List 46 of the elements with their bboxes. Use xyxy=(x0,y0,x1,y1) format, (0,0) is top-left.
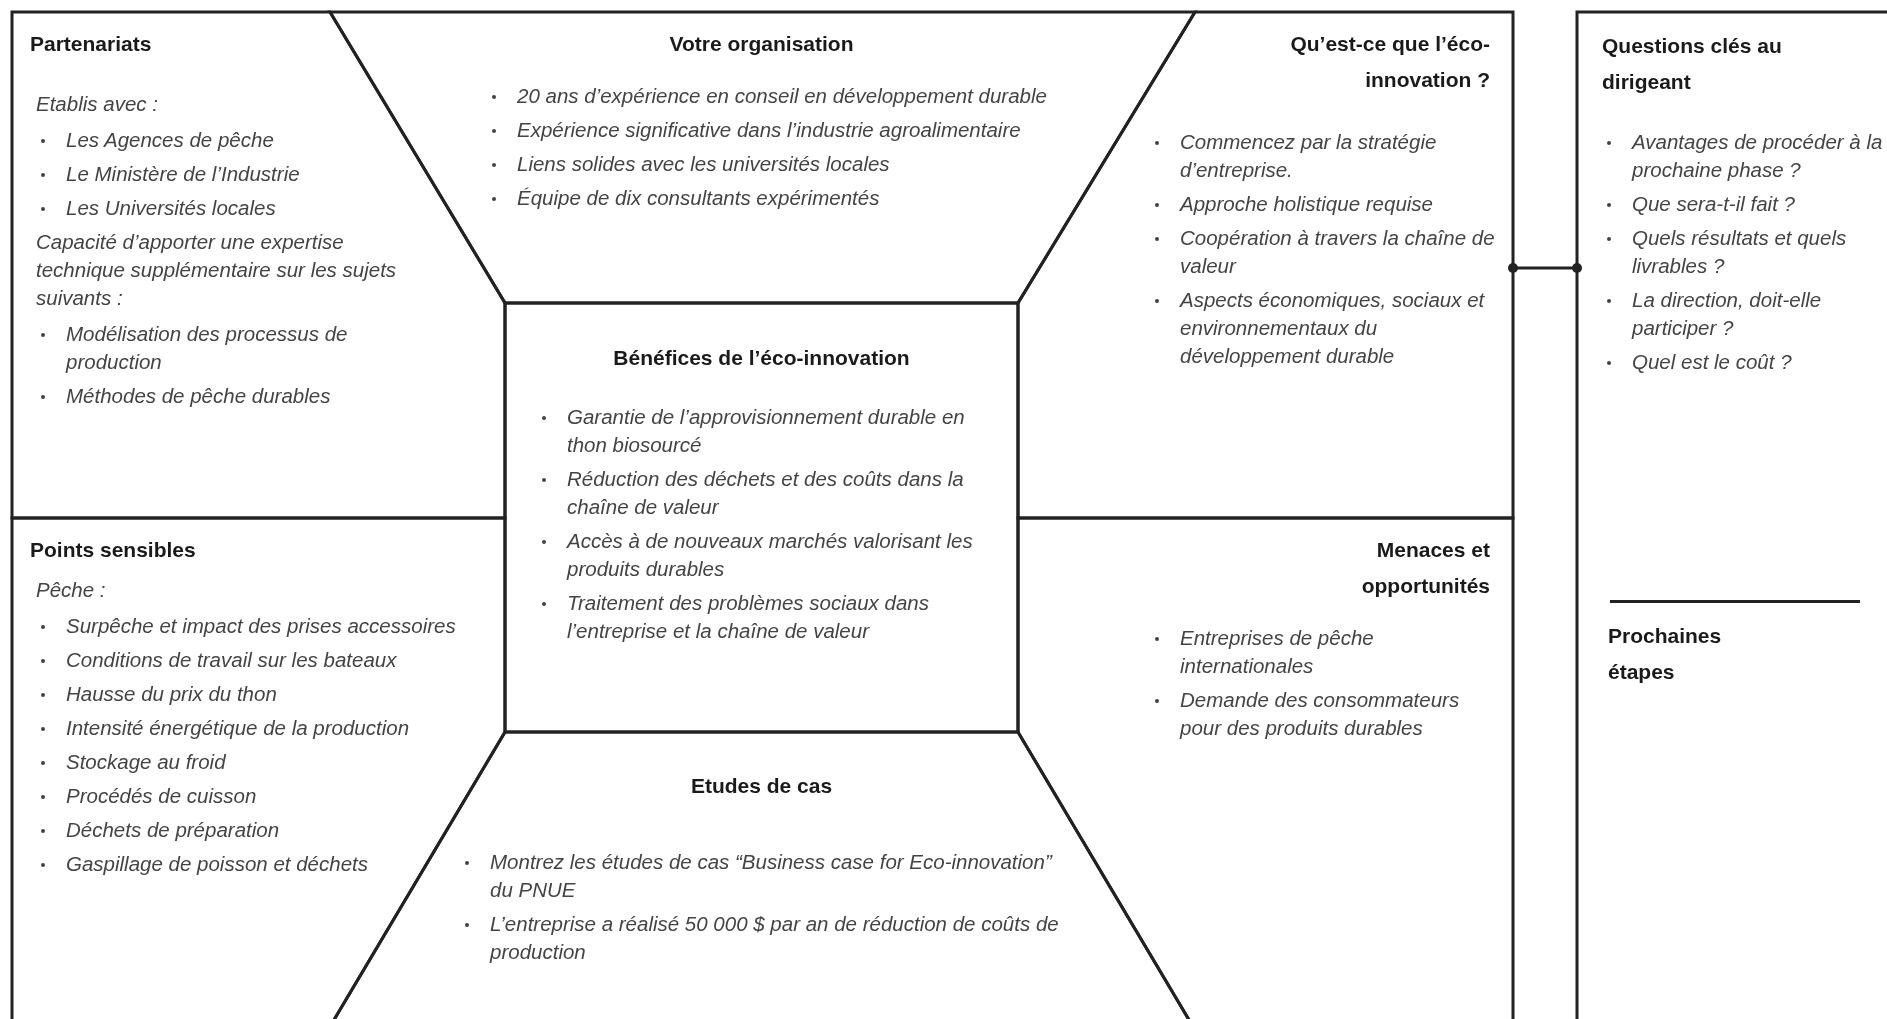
bullet-item: Procédés de cuisson xyxy=(36,782,476,810)
bullet-item: Modélisation des processus de production xyxy=(36,320,406,376)
bullet-item: Intensité énergétique de la production xyxy=(36,714,476,742)
section-heading: Bénéfices de l’éco-innovation xyxy=(612,345,911,371)
bullet-item: Garantie de l’approvisionnement durable en thon biosourcé xyxy=(537,403,1007,459)
bullet-item: Avantages de procéder à la prochaine phase ? xyxy=(1602,128,1887,184)
bullet-item: Demande des consommateurs pour des produits durables xyxy=(1150,686,1480,742)
bullet-item: Déchets de préparation xyxy=(36,816,476,844)
bullet-item: Quel est le coût ? xyxy=(1602,348,1887,376)
body-text: Pêche : xyxy=(36,577,107,603)
section-heading: Partenariats xyxy=(30,31,153,57)
bullet-item: Quels résultats et quels livrables ? xyxy=(1602,224,1887,280)
bullet-item: Commencez par la stratégie d’entreprise. xyxy=(1150,128,1500,184)
bullet-item: Conditions de travail sur les bateaux xyxy=(36,646,476,674)
body-text: Capacité d’apporter une expertise technique supplémentaire sur les sujets suivants : xyxy=(36,229,398,311)
bullet-item: Le Ministère de l’Industrie xyxy=(36,160,406,188)
bullet-item: Les Universités locales xyxy=(36,194,406,222)
bullet-item: Équipe de dix consultants expérimentés xyxy=(487,184,1057,212)
section-heading: Prochaines étapes xyxy=(1608,623,1723,685)
bullet-item: Que sera-t-il fait ? xyxy=(1602,190,1887,218)
bullet-item: Approche holistique requise xyxy=(1150,190,1500,218)
bullet-item: Expérience significative dans l’industrie agroalimentaire xyxy=(487,116,1057,144)
section-heading: Etudes de cas xyxy=(689,773,834,799)
bullet-item: Liens solides avec les universités locales xyxy=(487,150,1057,178)
bullet-item: Entreprises de pêche internationales xyxy=(1150,624,1480,680)
bullet-item: Surpêche et impact des prises accessoires xyxy=(36,612,476,640)
bullet-item: Stockage au froid xyxy=(36,748,476,776)
connector xyxy=(1508,263,1582,273)
section-heading: Questions clés au dirigeant xyxy=(1602,33,1783,95)
bullet-item: Aspects économiques, sociaux et environnementaux du développement durable xyxy=(1150,286,1500,370)
section-heading: Menaces et opportunités xyxy=(1360,537,1490,599)
bullet-item: Les Agences de pêche xyxy=(36,126,406,154)
canvas-section xyxy=(1577,12,1887,1019)
bullet-item: Traitement des problèmes sociaux dans l’entreprise et la chaîne de valeur xyxy=(537,589,1007,645)
bullet-item: Méthodes de pêche durables xyxy=(36,382,406,410)
bullet-item: Hausse du prix du thon xyxy=(36,680,476,708)
bullet-item: 20 ans d’expérience en conseil en développement durable xyxy=(487,82,1057,110)
section-heading: Votre organisation xyxy=(668,31,855,57)
bullet-item: L’entreprise a réalisé 50 000 $ par an de réduction de coûts de production xyxy=(460,910,1060,966)
section-heading: Qu’est-ce que l’éco-innovation ? xyxy=(1290,31,1490,93)
bullet-item: Coopération à travers la chaîne de valeur xyxy=(1150,224,1500,280)
bullet-item: La direction, doit-elle participer ? xyxy=(1602,286,1887,342)
body-text: Etablis avec : xyxy=(36,91,159,117)
bullet-item: Réduction des déchets et des coûts dans la chaîne de valeur xyxy=(537,465,1007,521)
section-heading: Points sensibles xyxy=(30,537,197,563)
bullet-item: Accès à de nouveaux marchés valorisant les produits durables xyxy=(537,527,1007,583)
